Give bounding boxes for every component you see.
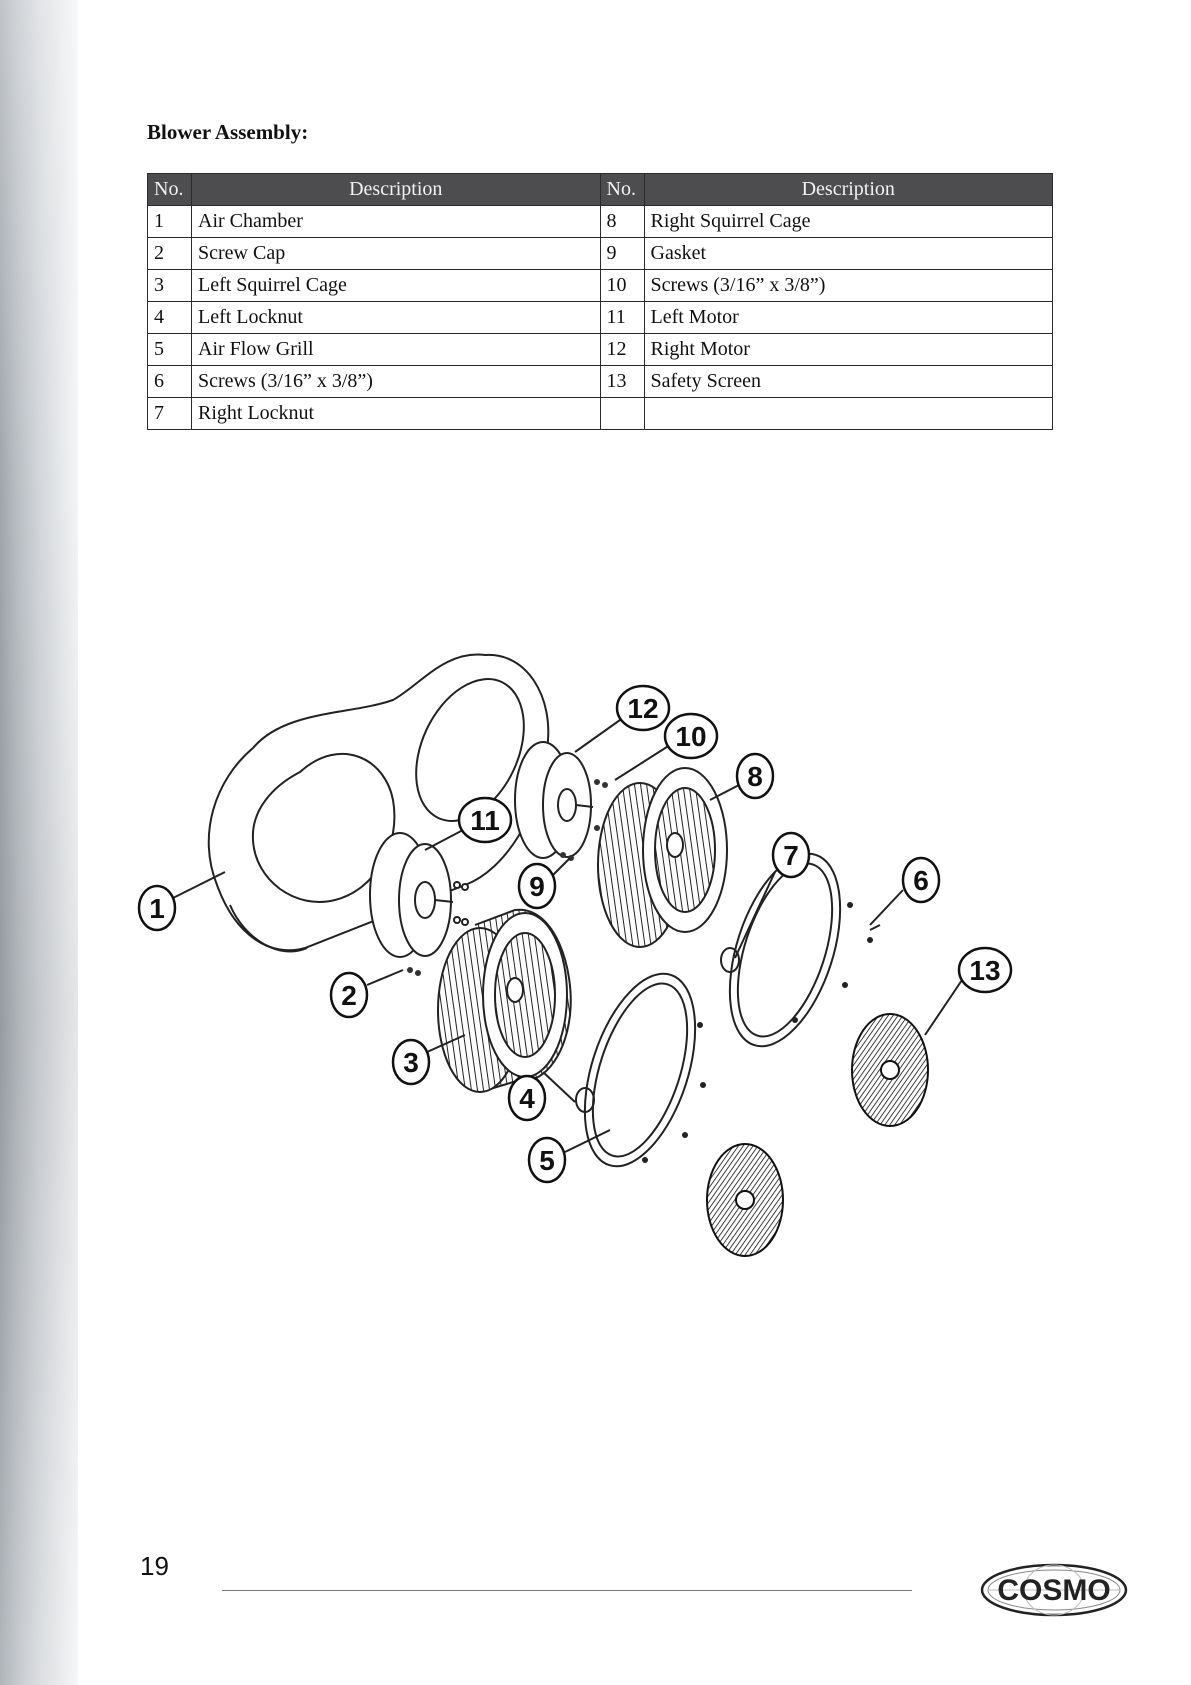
right-air-flow-grill-part: [728, 852, 842, 1048]
table-row: 5 Air Flow Grill 12 Right Motor: [147, 333, 1053, 366]
svg-text:9: 9: [529, 871, 545, 902]
part-description: Air Flow Grill: [191, 333, 601, 366]
part-description: [643, 397, 1053, 430]
part-number: 8: [599, 205, 645, 238]
callout-1: 1: [137, 884, 177, 932]
part-number: 5: [147, 333, 192, 366]
parts-table: No. Description No. Description 1 Air Ch…: [147, 173, 1053, 430]
left-motor-part: [369, 832, 469, 958]
header-no-left: No.: [147, 173, 192, 206]
part-number: 3: [147, 269, 192, 302]
callout-6: 6: [901, 856, 941, 904]
callout-2: 2: [329, 971, 369, 1019]
callout-12: 12: [615, 684, 671, 732]
table-row: 1 Air Chamber 8 Right Squirrel Cage: [147, 205, 1053, 238]
svg-text:7: 7: [783, 840, 799, 871]
part-number: 12: [599, 333, 645, 366]
grill-screws: [642, 902, 881, 1163]
part-number: 7: [147, 397, 192, 430]
part-description: Right Locknut: [191, 397, 601, 430]
table-row: 7 Right Locknut: [147, 397, 1053, 430]
callout-leaders: [172, 719, 963, 1153]
table-row: 3 Left Squirrel Cage 10 Screws (3/16” x …: [147, 269, 1053, 302]
page-edge-shading: [0, 0, 78, 1685]
part-description: Screw Cap: [191, 237, 601, 270]
part-number: 13: [599, 365, 645, 398]
part-description: Screws (3/16” x 3/8”): [643, 269, 1053, 302]
table-row: 6 Screws (3/16” x 3/8”) 13 Safety Screen: [147, 365, 1053, 398]
header-description-left: Description: [191, 173, 601, 206]
callout-9: 9: [517, 862, 557, 910]
part-number: 1: [147, 205, 192, 238]
svg-text:8: 8: [747, 761, 763, 792]
part-number: 4: [147, 301, 192, 334]
table-header-row: No. Description No. Description: [147, 173, 1053, 206]
left-squirrel-cage-part: [437, 908, 572, 1093]
callouts: 1 2 3 4 5 6 7 8 9 10 11 12 13: [137, 684, 1013, 1184]
right-squirrel-cage-part: [597, 767, 728, 948]
svg-text:10: 10: [675, 721, 706, 752]
part-description: Safety Screen: [643, 365, 1053, 398]
svg-text:11: 11: [470, 805, 500, 836]
part-number: 2: [147, 237, 192, 270]
safety-screen-part: [706, 1013, 929, 1257]
svg-text:5: 5: [539, 1145, 555, 1176]
left-air-flow-grill-part: [583, 972, 697, 1168]
callout-10: 10: [663, 712, 719, 760]
part-description: Left Squirrel Cage: [191, 269, 601, 302]
callout-11: 11: [457, 796, 513, 844]
logo-text: COSMO: [997, 1574, 1110, 1607]
header-description-right: Description: [643, 173, 1053, 206]
header-no-right: No.: [599, 173, 645, 206]
locknuts: [575, 947, 740, 1113]
svg-text:3: 3: [403, 1047, 419, 1078]
callout-13: 13: [957, 946, 1013, 994]
footer-divider: [222, 1590, 912, 1591]
part-description: Right Squirrel Cage: [643, 205, 1053, 238]
svg-text:2: 2: [341, 980, 357, 1011]
part-description: Gasket: [643, 237, 1053, 270]
callout-7: 7: [771, 831, 811, 879]
part-description: Right Motor: [643, 333, 1053, 366]
callout-5: 5: [527, 1136, 567, 1184]
table-row: 4 Left Locknut 11 Left Motor: [147, 301, 1053, 334]
part-number: 11: [599, 301, 645, 334]
part-number: 9: [599, 237, 645, 270]
blower-exploded-diagram: 1 2 3 4 5 6 7 8 9 10 11 12 13: [137, 653, 1013, 1257]
cosmo-logo: COSMO: [980, 1563, 1128, 1617]
part-number: 10: [599, 269, 645, 302]
callout-8: 8: [735, 752, 775, 800]
table-row: 2 Screw Cap 9 Gasket: [147, 237, 1053, 270]
part-description: Screws (3/16” x 3/8”): [191, 365, 601, 398]
part-number: [599, 397, 645, 430]
part-description: Left Motor: [643, 301, 1053, 334]
svg-text:12: 12: [627, 693, 658, 724]
svg-text:4: 4: [519, 1083, 535, 1114]
part-description: Left Locknut: [191, 301, 601, 334]
svg-text:1: 1: [149, 893, 165, 924]
section-title: Blower Assembly:: [147, 120, 309, 144]
callout-3: 3: [391, 1038, 431, 1086]
callout-4: 4: [507, 1074, 547, 1122]
right-motor-part: [514, 741, 594, 859]
page-edge-stripe: [0, 0, 78, 1685]
part-description: Air Chamber: [191, 205, 601, 238]
page-number: 19: [140, 1551, 169, 1581]
svg-text:6: 6: [913, 865, 929, 896]
part-number: 6: [147, 365, 192, 398]
svg-text:13: 13: [969, 955, 1000, 986]
